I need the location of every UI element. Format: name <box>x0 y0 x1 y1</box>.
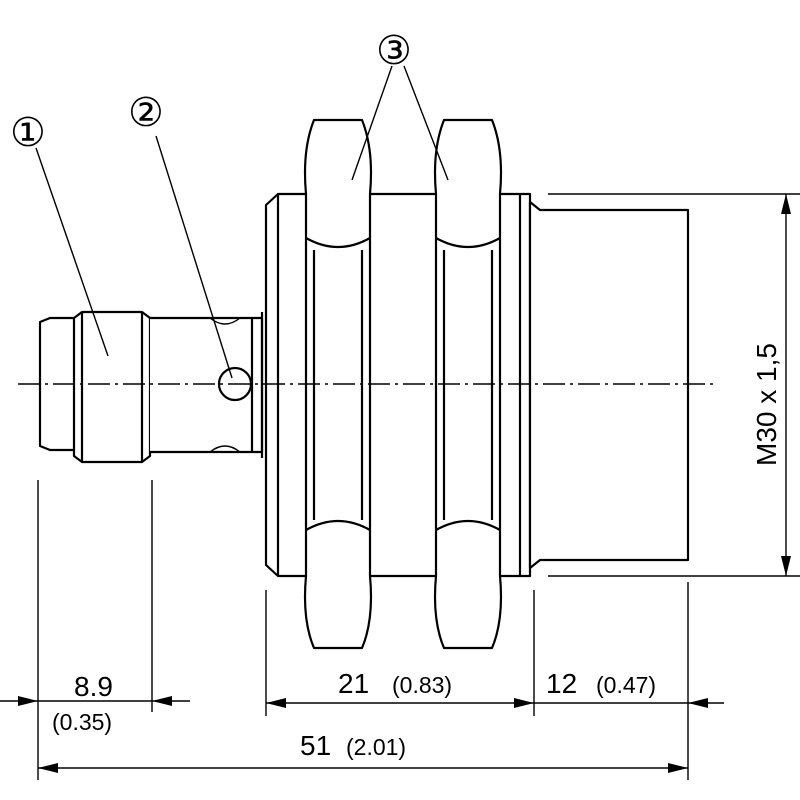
dimension-12-in: (0.47) <box>596 672 656 698</box>
callout-1: ① <box>10 110 46 156</box>
sensing-face <box>528 200 690 570</box>
dimension-8-9 <box>0 696 190 706</box>
callout-2-leader <box>155 135 233 379</box>
dimension-21 <box>266 698 534 708</box>
dimension-thread-label: M30 x 1,5 <box>751 343 782 466</box>
dimension-8-9-in: (0.35) <box>52 709 112 735</box>
callout-3: ③ <box>376 28 412 74</box>
callout-1-leader <box>35 147 109 357</box>
dimension-51-mm: 51 <box>300 730 331 761</box>
dimension-thread <box>781 194 791 576</box>
dimension-21-in: (0.83) <box>392 672 452 698</box>
callout-2: ② <box>128 90 164 136</box>
extension-lines <box>37 193 800 780</box>
dimension-12 <box>534 698 724 708</box>
dimension-8-9-mm: 8.9 <box>74 671 113 702</box>
dimension-51 <box>38 763 688 773</box>
callout-3-leader-right <box>403 65 449 181</box>
dimension-12-mm: 12 <box>546 668 577 699</box>
dimension-51-in: (2.01) <box>346 734 406 760</box>
dimension-21-mm: 21 <box>338 668 369 699</box>
callout-3-leader-left <box>351 65 393 181</box>
